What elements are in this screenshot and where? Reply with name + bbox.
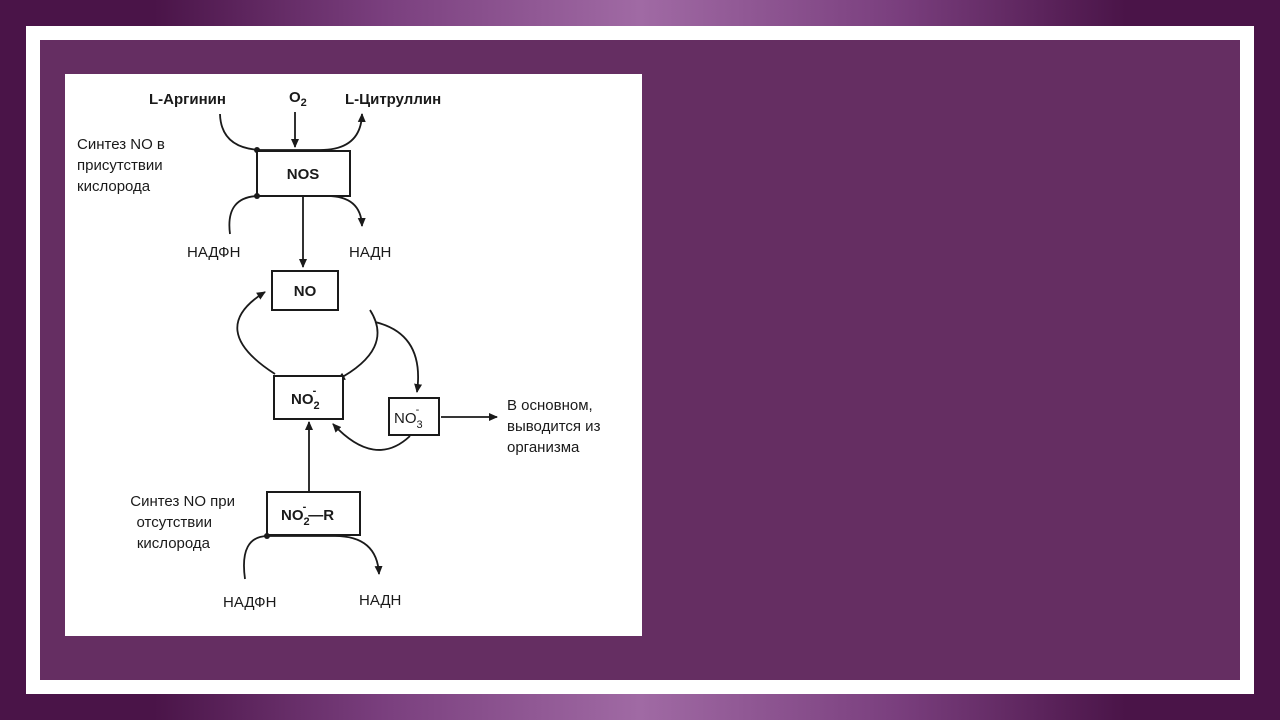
no-synthesis-diagram: L-Аргинин O2 L-Цитруллин Синтез NO в при… — [65, 74, 642, 636]
nitrate-to-nitrite-arrow — [332, 423, 411, 451]
bottom-nadh-label: НАДН — [359, 592, 401, 609]
excretion-label-line1: В основном, — [507, 397, 593, 414]
anaerobic-label-line1: Синтез NO при — [130, 493, 235, 510]
excretion-label-line3: организма — [507, 439, 580, 456]
diagram-canvas: L-Аргинин O2 L-Цитруллин Синтез NO в при… — [77, 89, 601, 611]
nitrate-box — [388, 397, 440, 436]
aerobic-label-line2: присутствии — [77, 157, 163, 174]
bottom-nadph-label: НАДФН — [223, 594, 276, 611]
no-box-label: NO — [294, 283, 317, 300]
anaerobic-label-line2: отсутствии — [136, 514, 212, 531]
nos-nadh-label: НАДН — [349, 244, 391, 261]
bottom-cofactor-arrow — [243, 535, 383, 580]
aerobic-label-line1: Синтез NO в — [77, 136, 165, 153]
bottom-decor-band — [0, 694, 1280, 720]
nitrite-box — [273, 375, 344, 420]
arginine-label: L-Аргинин — [149, 91, 226, 108]
aerobic-label-line3: кислорода — [77, 178, 151, 195]
no-to-nitrate-arrow — [374, 321, 423, 393]
top-decor-band — [0, 0, 1280, 26]
nitrite-to-no-arrow — [236, 291, 276, 375]
arginine-to-citrulline-arrow — [219, 113, 366, 151]
bottom-cofactor-dot — [264, 533, 270, 539]
nitrite-r-box-label: NO2-—R — [281, 501, 334, 528]
excretion-label-line2: выводится из — [507, 418, 601, 435]
anaerobic-label-line3: кислорода — [137, 535, 211, 552]
citrulline-label: L-Цитруллин — [345, 91, 441, 108]
nos-cofactor-arrow — [228, 195, 366, 235]
nos-box-label: NOS — [287, 166, 320, 183]
nos-cofactor-dot — [254, 193, 260, 199]
no-box — [271, 270, 339, 311]
nos-nadph-label: НАДФН — [187, 244, 240, 261]
nitrate-box-label: NO3- — [394, 404, 423, 431]
nitrite-r-box — [266, 491, 361, 536]
oxygen-label: O2 — [289, 89, 307, 109]
nitrite-box-label: NO2- — [291, 385, 320, 412]
no-to-nitrite-arrow — [336, 309, 379, 381]
